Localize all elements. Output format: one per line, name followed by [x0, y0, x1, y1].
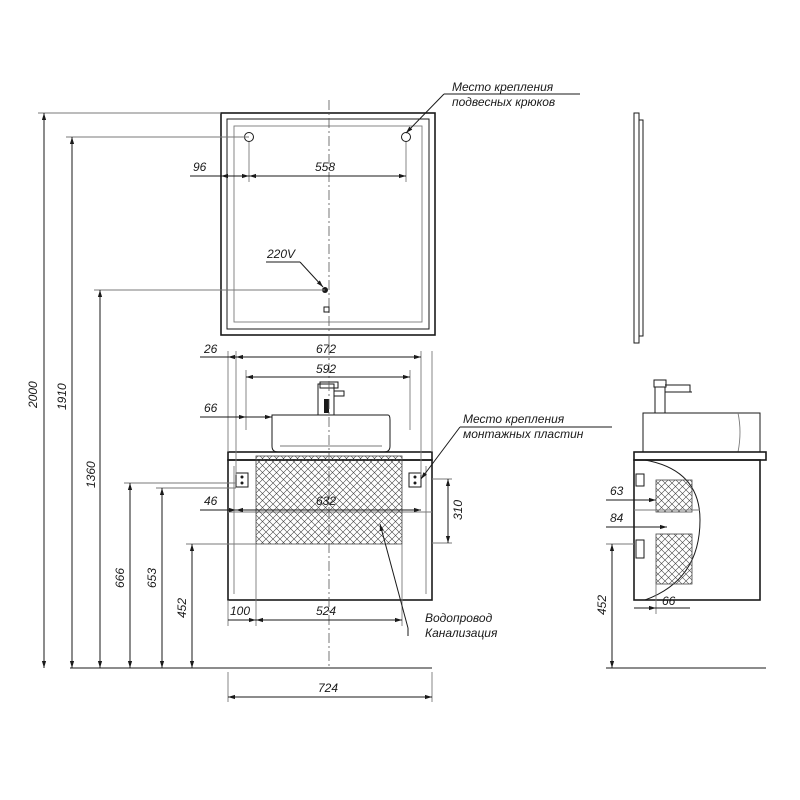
side-cabinet-body [633, 459, 761, 601]
mirror-glass-edge [233, 125, 423, 323]
dim-side-452: 452 [595, 595, 609, 615]
dim-672: 672 [316, 342, 336, 356]
dim-side-66: 66 [662, 594, 676, 608]
basin [271, 414, 391, 453]
siphon-channel [644, 459, 701, 601]
voltage-label: 220V [266, 247, 296, 261]
water-label-line2: Канализация [425, 626, 498, 640]
plates-label-line2: монтажных пластин [463, 427, 584, 441]
cabinet-side [606, 379, 767, 669]
dim-26: 26 [203, 342, 218, 356]
cabinet-dimensions: 26 672 592 66 Место крепления монтажных … [70, 342, 612, 702]
cabinet-front [227, 345, 433, 668]
water-label-line1: Водопровод [425, 611, 493, 625]
dim-100: 100 [230, 604, 250, 618]
side-hatch-bottom [655, 533, 693, 585]
dim-653: 653 [145, 568, 159, 588]
dim-632: 632 [316, 494, 336, 508]
mirror-side-glass [638, 119, 644, 337]
dim-1360: 1360 [84, 461, 98, 488]
hooks-label-line2: подвесных крюков [452, 95, 555, 109]
mirror-side-back [633, 112, 640, 344]
side-countertop [633, 451, 767, 461]
mounting-plate-right [408, 472, 422, 488]
dim-524: 524 [316, 604, 336, 618]
hook-point-right [401, 132, 411, 142]
faucet-body [317, 383, 335, 416]
side-hatch-top [655, 479, 693, 513]
mirror-side [633, 112, 644, 344]
dim-310: 310 [451, 500, 465, 520]
dim-46: 46 [204, 494, 218, 508]
mirror-inner-frame [226, 118, 430, 330]
mirror-outer-frame [220, 112, 436, 336]
dim-724: 724 [318, 681, 338, 695]
side-faucet-body [654, 386, 666, 414]
dim-96: 96 [193, 160, 207, 174]
mirror-front [220, 100, 436, 345]
side-dimensions: 63 84 452 66 [595, 484, 690, 668]
dim-2000: 2000 [26, 381, 40, 409]
mounting-plate-left [235, 472, 249, 488]
hooks-label-line1: Место крепления [452, 80, 554, 94]
dim-side-63: 63 [610, 484, 624, 498]
dim-66: 66 [204, 401, 218, 415]
dim-452: 452 [175, 598, 189, 618]
plates-label-line1: Место крепления [463, 412, 565, 426]
sensor-switch [323, 306, 330, 313]
dim-592: 592 [316, 362, 336, 376]
side-basin [642, 412, 761, 453]
dim-1910: 1910 [55, 383, 69, 410]
mirror-dimensions: 96 558 Место крепления подвесных крюков … [190, 80, 580, 288]
dim-558: 558 [315, 160, 335, 174]
dim-side-84: 84 [610, 511, 624, 525]
vertical-dimensions: 2000 1910 1360 666 653 452 [26, 112, 325, 668]
dim-666: 666 [113, 568, 127, 588]
